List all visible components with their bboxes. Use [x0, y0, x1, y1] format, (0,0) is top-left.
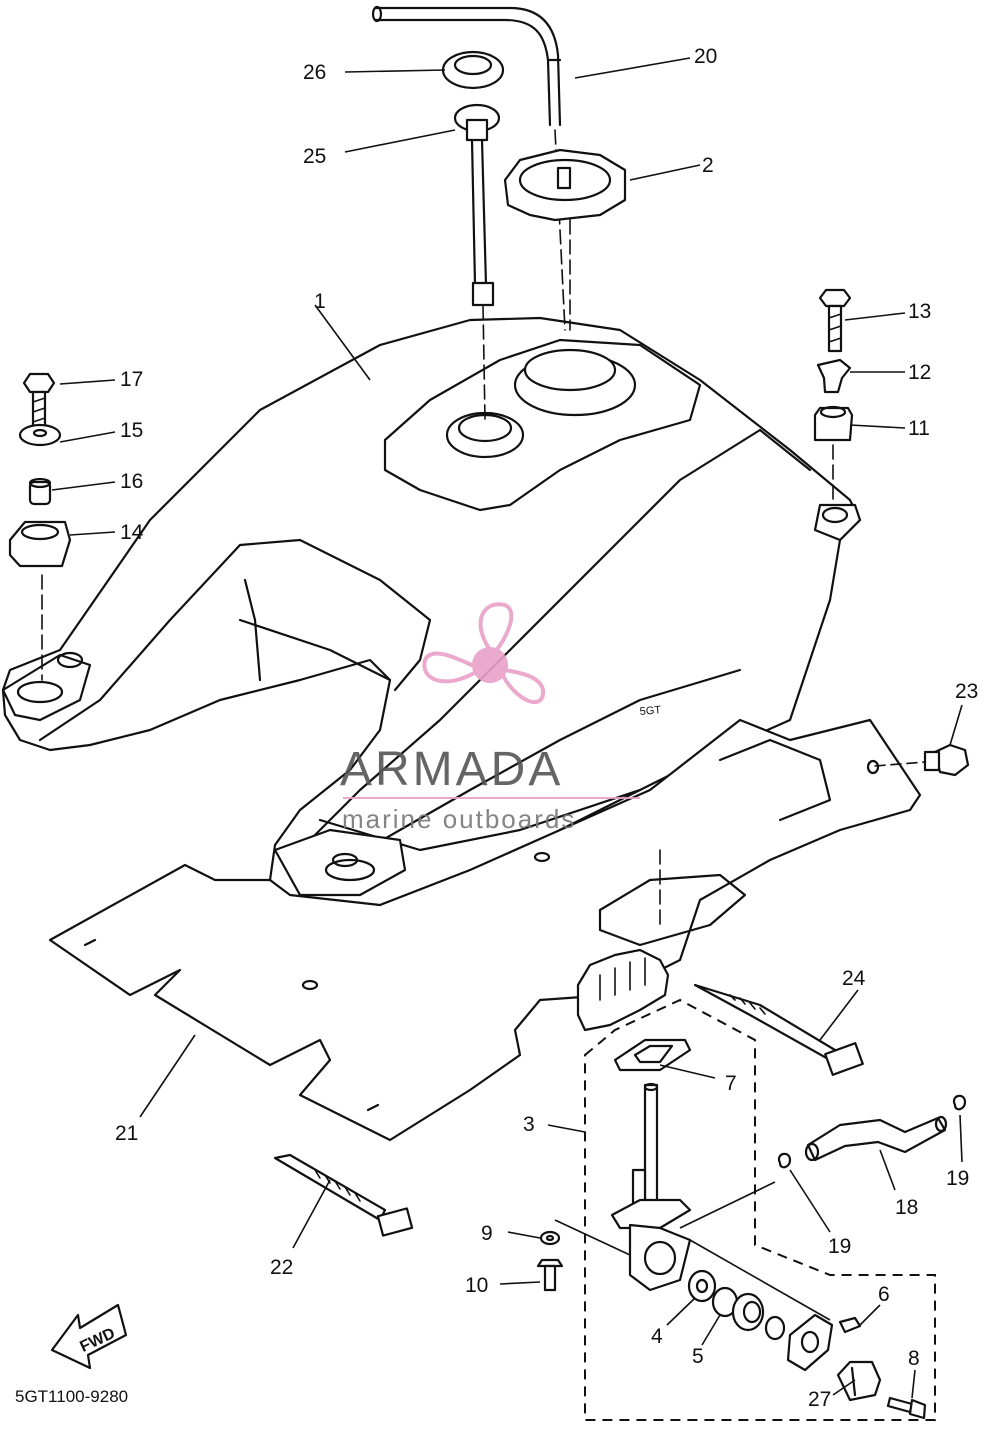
callout-21: 21 — [115, 1122, 138, 1145]
callout-10: 10 — [465, 1274, 488, 1297]
fuel-tank: 5GT — [1, 316, 862, 917]
right-mount-hardware — [813, 288, 854, 506]
callout-19-right: 19 — [946, 1167, 969, 1190]
washer-and-screw — [536, 1230, 564, 1292]
callout-18: 18 — [895, 1196, 918, 1219]
callout-labels: 1 2 3 4 5 6 7 8 9 10 11 12 13 14 15 16 1… — [115, 45, 978, 1411]
fwd-arrow: FWD — [50, 1303, 128, 1370]
fuel-hose — [777, 1094, 967, 1169]
watermark-tagline: marine outboards — [342, 804, 576, 834]
callout-19-center: 19 — [828, 1235, 851, 1258]
callout-11: 11 — [908, 417, 930, 440]
callout-26: 26 — [303, 61, 326, 84]
watermark: ARMADA marine outboards — [340, 602, 640, 834]
callout-8: 8 — [908, 1347, 920, 1370]
callout-14: 14 — [120, 521, 144, 544]
callout-13: 13 — [908, 300, 931, 323]
fuel-cock-assembly — [554, 998, 936, 1421]
callout-17: 17 — [120, 368, 143, 391]
leader-lines — [51, 57, 963, 1399]
callout-24: 24 — [842, 967, 866, 990]
callout-20: 20 — [694, 45, 717, 68]
svg-text:5GT: 5GT — [639, 704, 662, 718]
cable-tie-24 — [693, 983, 864, 1076]
grommet-seal — [441, 50, 505, 90]
callout-27: 27 — [808, 1388, 831, 1411]
callout-1: 1 — [314, 290, 326, 313]
heat-shield — [48, 718, 922, 1142]
breather-tube — [453, 103, 501, 421]
callout-4: 4 — [651, 1325, 663, 1348]
watermark-brand: ARMADA — [340, 743, 563, 796]
callout-7: 7 — [725, 1072, 737, 1095]
propeller-logo — [422, 602, 546, 704]
filler-cap — [503, 148, 627, 331]
callout-9: 9 — [481, 1222, 493, 1245]
left-mount-hardware — [8, 372, 72, 681]
tank-damper — [576, 849, 670, 1032]
callout-5: 5 — [692, 1345, 704, 1368]
callout-3: 3 — [523, 1113, 535, 1136]
rubber-plug — [866, 743, 970, 777]
diagram-code: 5GT1100-9280 — [15, 1387, 128, 1406]
callout-2: 2 — [702, 154, 714, 177]
callout-25: 25 — [303, 145, 326, 168]
callout-15: 15 — [120, 419, 143, 442]
callout-22: 22 — [270, 1256, 293, 1279]
callout-12: 12 — [908, 361, 931, 384]
cable-tie-22 — [273, 1153, 414, 1237]
callout-16: 16 — [120, 470, 143, 493]
callout-6: 6 — [878, 1283, 890, 1306]
callout-23: 23 — [955, 680, 978, 703]
